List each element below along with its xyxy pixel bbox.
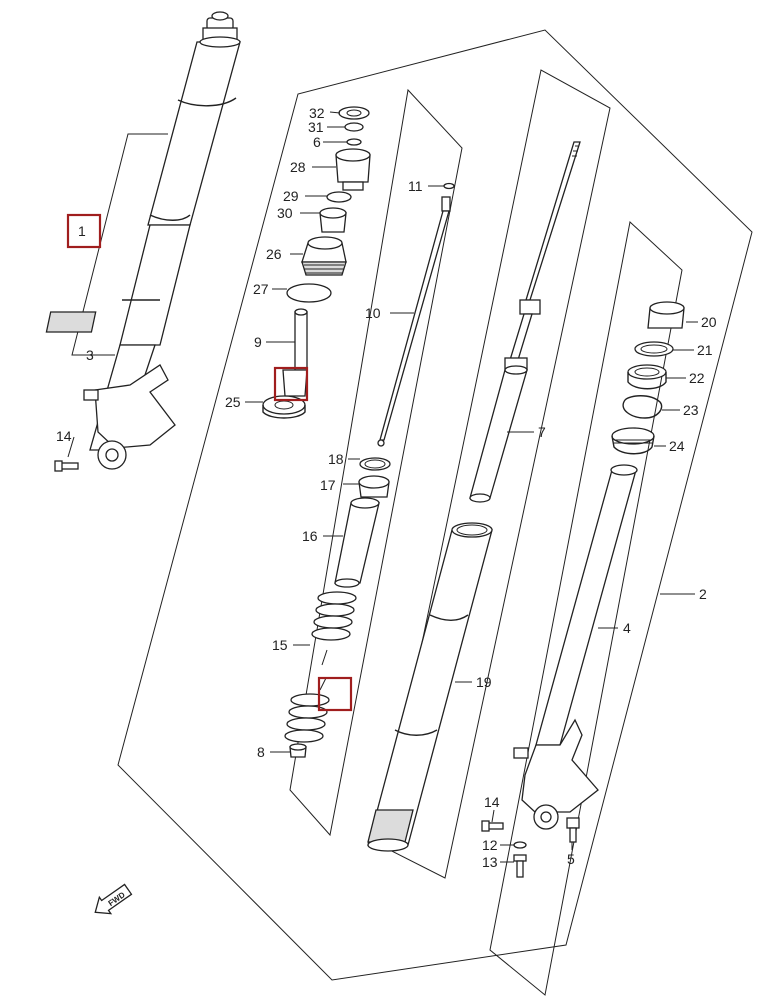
callout-22: 22 (689, 370, 705, 386)
callout-24: 24 (669, 438, 685, 454)
callout-14-right: 14 (484, 794, 500, 810)
part-9-damper-rod (282, 308, 308, 397)
fork-assembly-1 (45, 11, 241, 472)
callout-16: 16 (302, 528, 318, 544)
callout-27: 27 (253, 281, 269, 297)
callout-11: 11 (408, 178, 423, 194)
part-4-outer-tube (513, 464, 638, 830)
callout-21: 21 (697, 342, 713, 358)
part-31-oring (344, 122, 364, 132)
callout-23: 23 (683, 402, 699, 418)
callout-8: 8 (257, 744, 265, 760)
part-23-clip (622, 395, 663, 419)
callout-20: 20 (701, 314, 717, 330)
callout-26: 26 (266, 246, 282, 262)
assembly-2-outline (117, 29, 753, 981)
part-10-rod (377, 196, 451, 447)
part-20-bushing (647, 301, 685, 329)
part-19-inner-tube (367, 522, 493, 852)
part-13-bolt (513, 854, 527, 878)
callout-29: 29 (283, 188, 299, 204)
callout-10: 10 (365, 305, 381, 321)
part-16-spacer (334, 497, 380, 588)
callout-9: 9 (254, 334, 262, 350)
leader-lines (67, 111, 698, 863)
highlight-box-part-1 (66, 213, 102, 249)
part-14-bolt-right (481, 820, 504, 832)
part-6-ring (346, 138, 362, 146)
part-17-collar (358, 475, 390, 498)
highlight-box-damper (273, 366, 309, 402)
part-30-nut (319, 207, 347, 233)
fwd-arrow: FWD (94, 883, 133, 915)
callout-17: 17 (320, 477, 336, 493)
tube-kit-outline (379, 69, 611, 879)
part-28-adjuster (335, 148, 371, 191)
part-5-bolt (566, 817, 580, 843)
highlight-box-spring (317, 676, 353, 712)
callout-25: 25 (225, 394, 241, 410)
callout-labels: 32 31 6 28 29 30 26 27 9 25 11 10 18 17 … (56, 105, 717, 870)
callout-30: 30 (277, 205, 293, 221)
callout-15: 15 (272, 637, 288, 653)
part-8-nut (289, 743, 307, 758)
callout-18: 18 (328, 451, 344, 467)
part-21-washer (634, 341, 674, 357)
lower-kit-outline (489, 221, 683, 996)
part-27-oring (286, 283, 332, 303)
part-12-washer (513, 841, 527, 849)
callout-1: 1 (78, 223, 86, 239)
part-32-washer (338, 106, 370, 120)
part-24-dust-seal (611, 427, 655, 455)
callout-28: 28 (290, 159, 306, 175)
callout-5: 5 (567, 851, 575, 867)
part-29-oring (326, 191, 352, 203)
callout-3: 3 (86, 347, 94, 363)
part-7-cartridge (469, 141, 581, 503)
callout-14-left: 14 (56, 428, 72, 444)
callout-6: 6 (313, 134, 321, 150)
callout-7: 7 (538, 424, 546, 440)
callout-12: 12 (482, 837, 498, 853)
callout-32: 32 (309, 105, 325, 121)
part-11-bolt (443, 182, 455, 190)
inner-kit-outline (289, 88, 463, 837)
callout-31: 31 (308, 119, 324, 135)
part-22-seal (627, 364, 667, 390)
callout-2: 2 (699, 586, 707, 602)
callout-19: 19 (476, 674, 492, 690)
part-15-spring (284, 591, 357, 743)
callout-13: 13 (482, 854, 498, 870)
callout-4: 4 (623, 620, 631, 636)
part-26-fork-cap (301, 236, 347, 276)
